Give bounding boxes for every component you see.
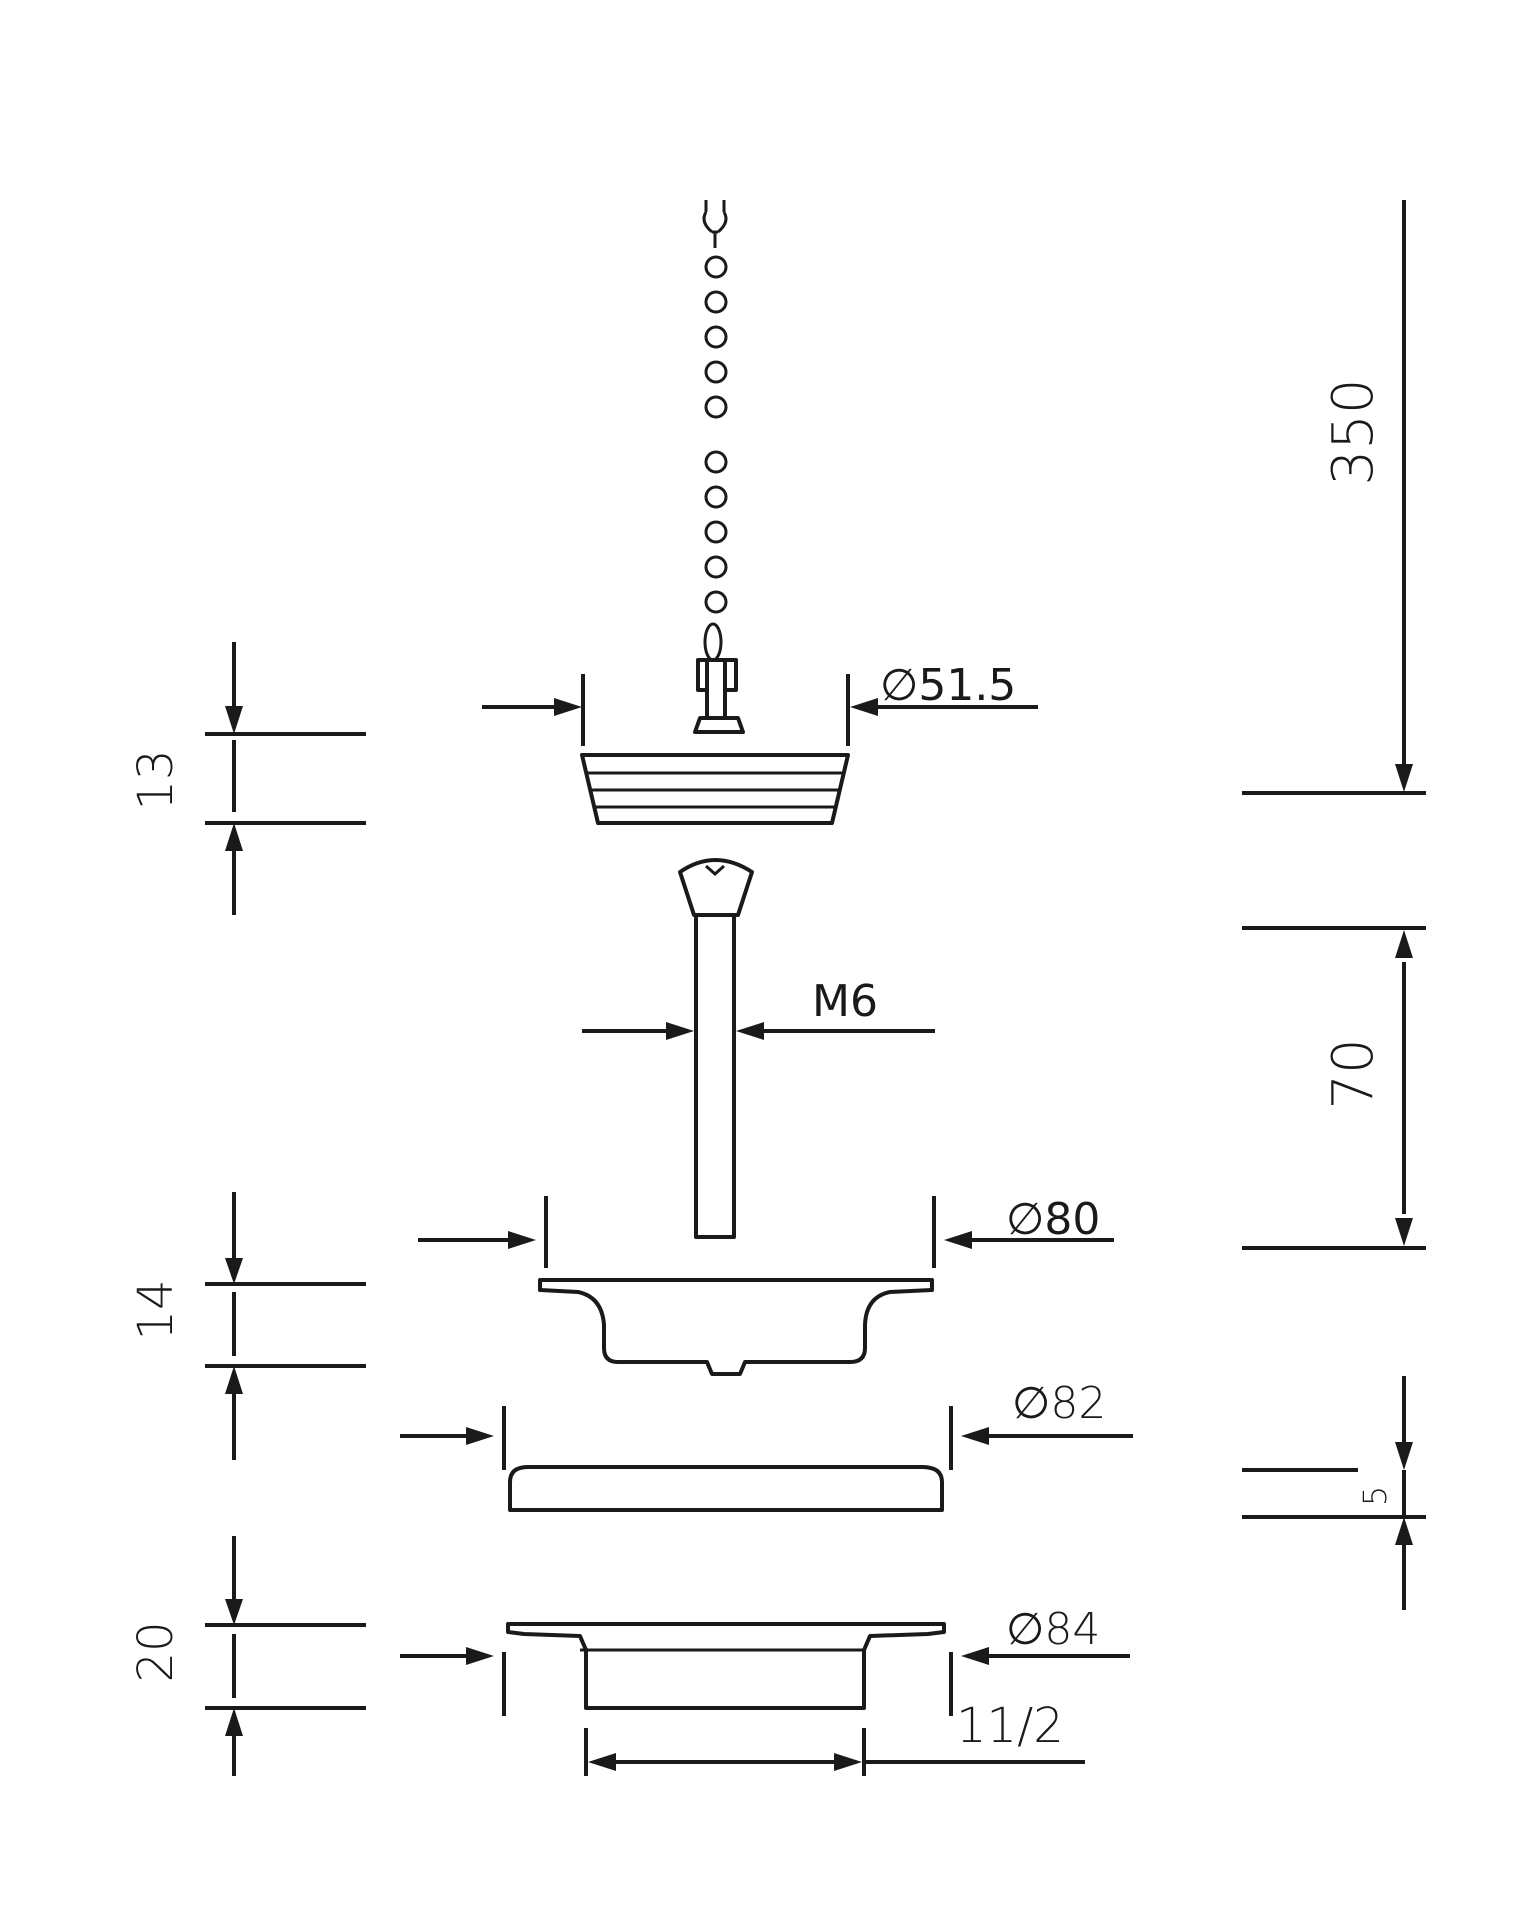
thread-size-label: 11/2 <box>956 1698 1064 1754</box>
chain-link <box>704 485 728 509</box>
chain-link <box>704 520 728 544</box>
dimension-arrows <box>225 698 1413 1771</box>
gasket-ring <box>508 1465 944 1512</box>
chain-link <box>704 395 728 419</box>
chain-link <box>704 590 728 614</box>
stopper-diameter-label: ∅51.5 <box>880 660 1016 711</box>
gasket-thickness-label: 5 <box>1356 1486 1394 1506</box>
gasket-diameter-label: ∅82 <box>1012 1378 1106 1429</box>
chain-link <box>704 360 728 384</box>
drain-body <box>506 1622 946 1710</box>
chain-length-label: 350 <box>1321 379 1386 486</box>
screw-thread-label: M6 <box>812 976 878 1027</box>
screw <box>678 858 754 1239</box>
chain-link <box>704 450 728 474</box>
strainer-height-label: 14 <box>128 1279 184 1340</box>
screw-length-label: 70 <box>1321 1038 1386 1109</box>
stopper-plug <box>580 622 850 825</box>
body-height-label: 20 <box>128 1621 184 1682</box>
chain-link <box>704 290 728 314</box>
body-diameter-label: ∅84 <box>1006 1604 1100 1655</box>
chain-link <box>704 555 728 579</box>
strainer-basket <box>538 1278 934 1376</box>
chain-link <box>704 325 728 349</box>
strainer-diameter-label: ∅80 <box>1006 1194 1100 1245</box>
stopper-height-label: 13 <box>128 749 184 810</box>
chain-link <box>704 255 728 279</box>
chain <box>702 200 728 614</box>
dimension-labels: ∅51.5 13 350 M6 70 ∅80 14 ∅82 5 ∅84 20 1… <box>128 379 1394 1754</box>
dimension-lines <box>205 200 1426 1776</box>
